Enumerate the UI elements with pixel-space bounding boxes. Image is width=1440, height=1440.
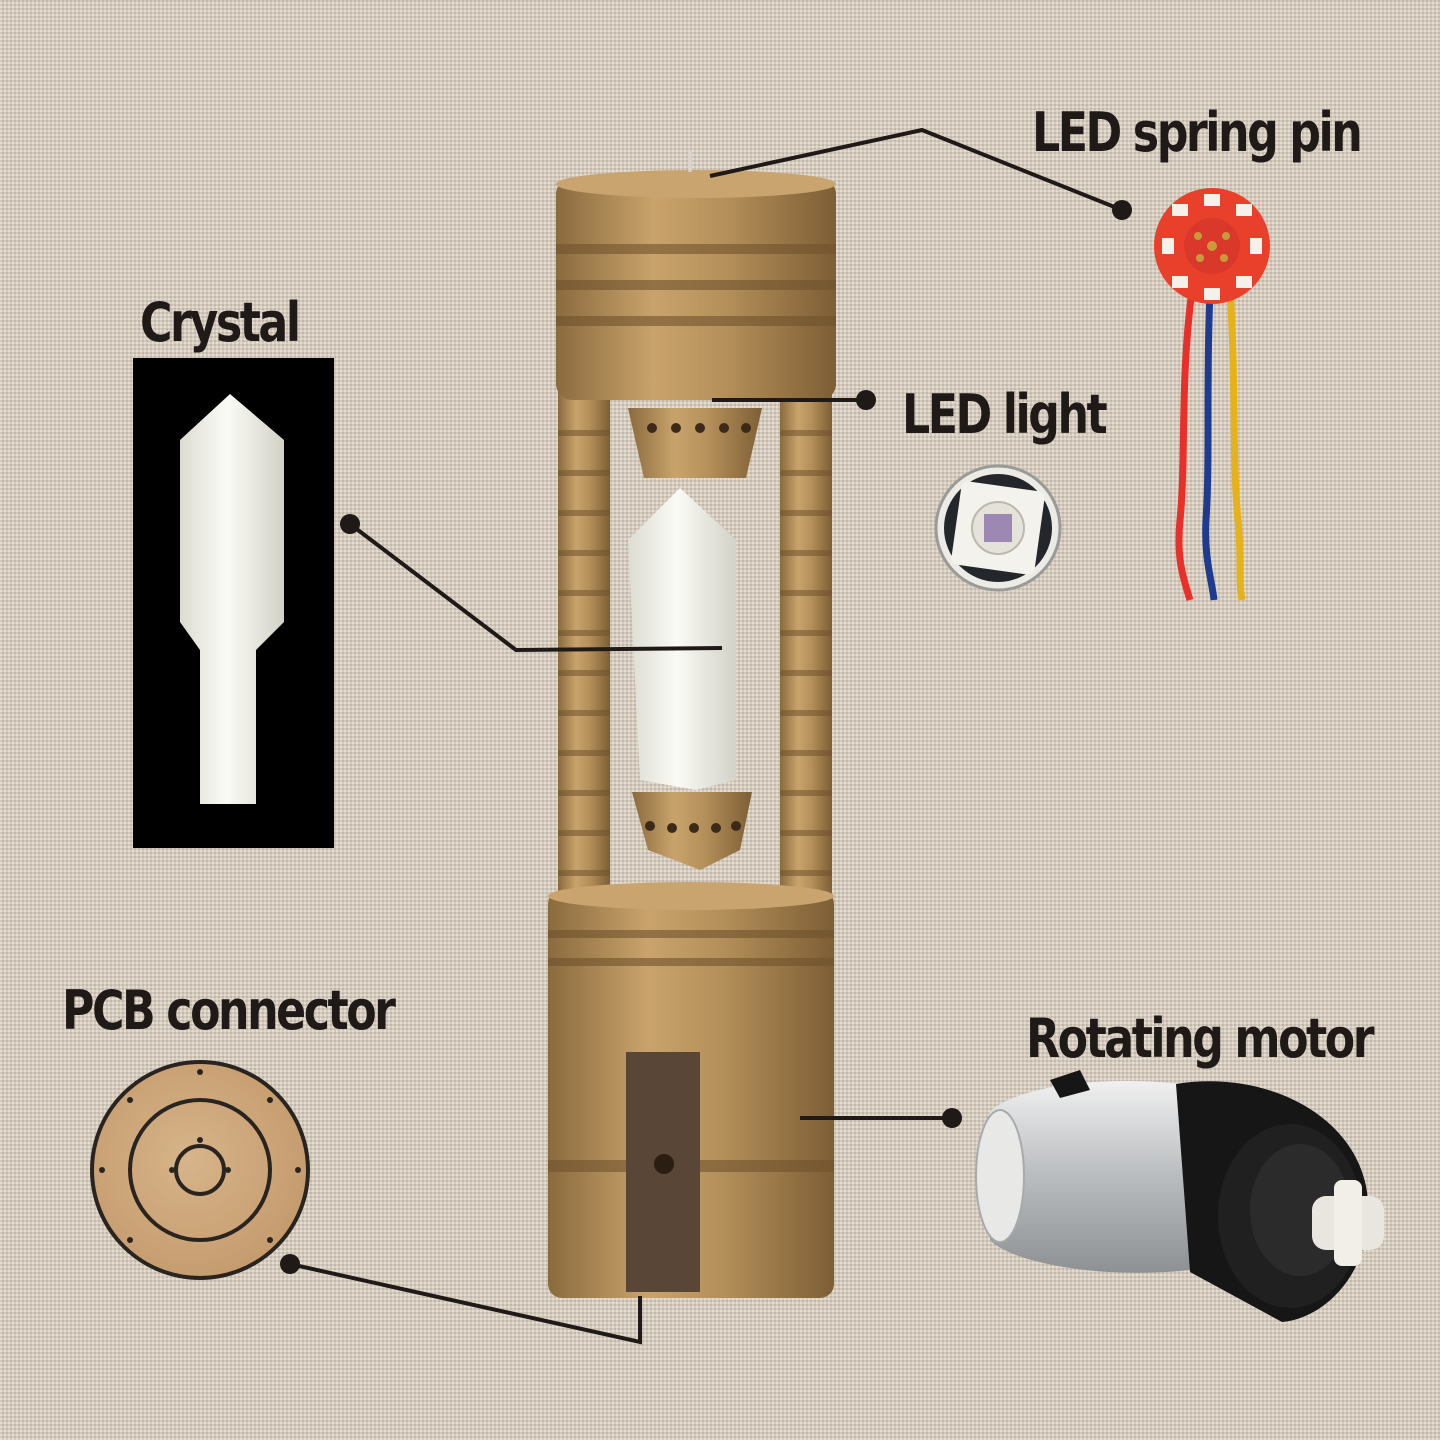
right-pillar [780, 390, 832, 900]
label-pcb-connector: PCB connector [62, 979, 396, 1042]
label-led-light: LED light [902, 383, 1108, 446]
label-rotating-motor: Rotating motor [1026, 1007, 1375, 1070]
pcb-disc [90, 1060, 310, 1280]
brass-body [548, 150, 836, 1298]
crystal-in-body [628, 488, 736, 790]
callout-line-pcb [289, 1262, 642, 1345]
callout-line-spring-pin [709, 127, 1123, 212]
crystal-inset [133, 358, 334, 848]
wire-yellow [1226, 289, 1246, 601]
crystal-detail [180, 394, 284, 804]
pcb-connector-component [90, 1060, 310, 1280]
led-light-component [934, 464, 1062, 592]
callout-dot-pcb [280, 1254, 300, 1274]
pillar-grooves [558, 430, 832, 876]
callout-line-crystal [348, 522, 723, 653]
callout-lines [289, 127, 1123, 1345]
callout-dot-motor [942, 1108, 962, 1128]
label-crystal: Crystal [140, 291, 301, 354]
led-holder [628, 408, 762, 478]
slot-screw-hole [654, 1154, 674, 1174]
callout-dot-spring-pin [1112, 200, 1132, 220]
callout-dots [280, 200, 1132, 1274]
motor-housing [990, 1080, 1190, 1273]
callout-dot-led-light [856, 390, 876, 410]
left-pillar [558, 390, 610, 900]
led-spring-pin-component [1154, 188, 1270, 602]
top-cap-face [556, 170, 836, 198]
label-led-spring-pin: LED spring pin [1032, 101, 1363, 164]
wire-blue [1202, 291, 1218, 601]
rotating-motor-component [975, 1070, 1384, 1322]
callout-dot-crystal [340, 514, 360, 534]
wire-red [1175, 289, 1196, 602]
